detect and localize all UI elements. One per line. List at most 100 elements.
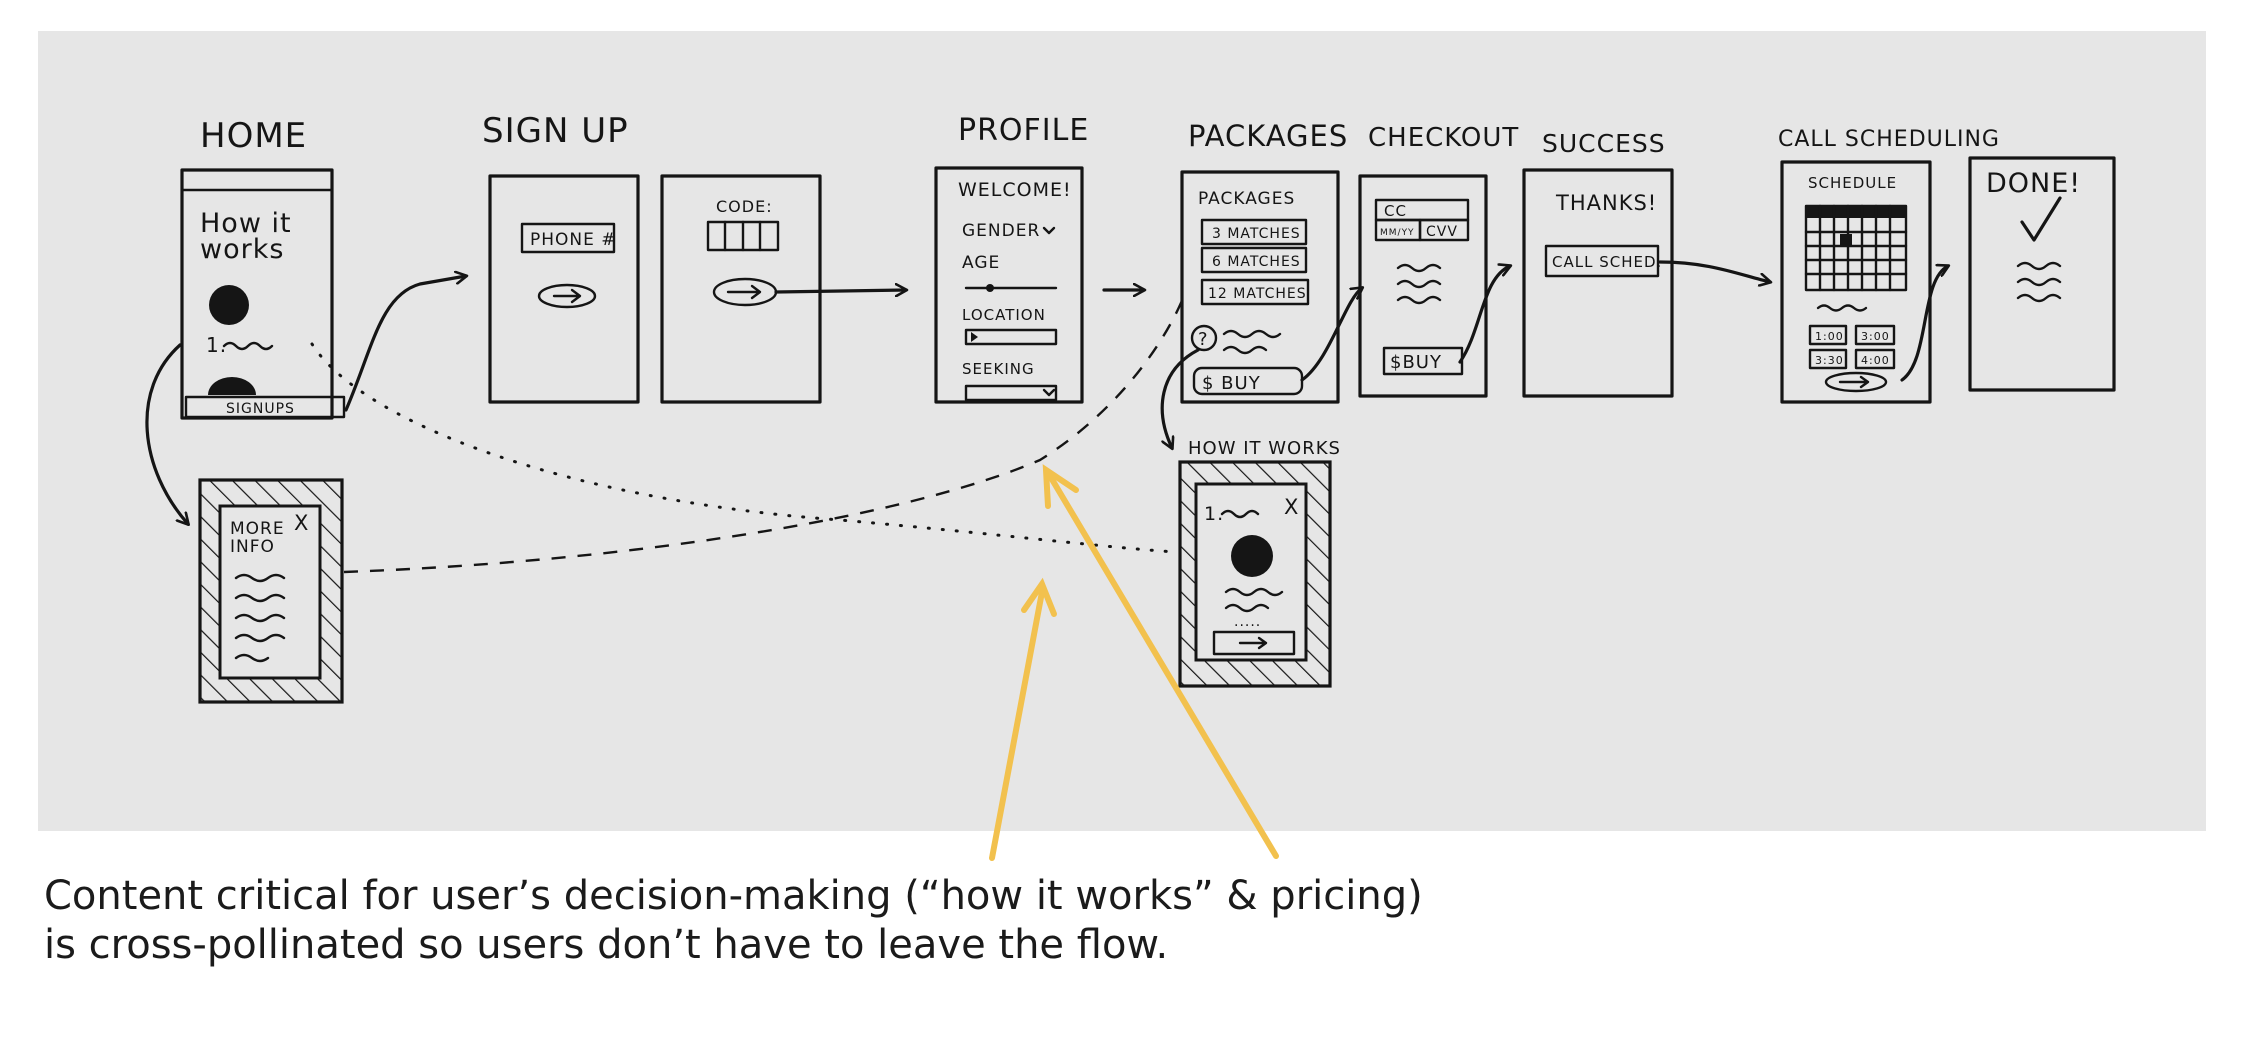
callscheduling-arrow-icon <box>1838 375 1870 389</box>
home-image-icon <box>208 377 256 395</box>
packages-help-icon[interactable] <box>1190 324 1218 352</box>
profile-location-label: LOCATION <box>962 306 1046 324</box>
highlight-arrow-2 <box>1047 473 1279 859</box>
checkout-cvv-label: CVV <box>1426 224 1458 240</box>
signup-code-label: CODE: <box>716 197 773 216</box>
signup-code-next-arrow-icon <box>726 284 762 300</box>
callscheduling-confirm-button[interactable] <box>1824 371 1888 393</box>
success-frame <box>1522 168 1674 398</box>
done-screen: DONE! <box>1968 156 2116 392</box>
caption-line-2: is cross-pollinated so users don’t have … <box>44 922 1169 968</box>
callscheduling-time-slot-2[interactable] <box>1854 324 1896 346</box>
checkout-screen: CHECKOUT CC MM/YY CVV $BUY <box>1358 123 1519 398</box>
profile-age-slider-handle[interactable] <box>986 284 994 292</box>
packages-option-6[interactable] <box>1200 246 1308 274</box>
packages-buy-label: $ BUY <box>1202 373 1261 394</box>
checkout-cc-label: CC <box>1384 202 1407 220</box>
signup-phone-label: PHONE # <box>530 230 617 250</box>
moreinfo-to-packages-dashed-link <box>343 295 1186 574</box>
success-callsched-label: CALL SCHED. <box>1552 253 1662 271</box>
callscheduling-time-slot-1[interactable] <box>1808 324 1848 346</box>
packages-title: PACKAGES <box>1188 119 1348 153</box>
checkout-cvv-field[interactable] <box>1418 218 1470 242</box>
signup-next-button[interactable] <box>537 283 597 309</box>
checkout-frame <box>1358 174 1488 398</box>
more-info-title-line2: INFO <box>230 537 275 557</box>
more-info-close-icon[interactable]: X <box>294 511 309 535</box>
home-screen: HOME How it works 1. SIGNUPS <box>180 116 346 420</box>
profile-gender-select[interactable]: GENDER <box>962 221 1040 241</box>
howitworks-close-icon[interactable]: X <box>1284 495 1299 519</box>
packages-option-3-label: 3 MATCHES <box>1212 226 1301 242</box>
checkout-title: CHECKOUT <box>1368 123 1519 153</box>
calendar-selected-day[interactable] <box>1840 234 1852 246</box>
home-heading-line1: How it <box>200 208 292 239</box>
checkmark-icon <box>2020 196 2062 242</box>
packages-header: PACKAGES <box>1198 189 1295 209</box>
profile-frame <box>934 166 1084 404</box>
profile-seeking-label: SEEKING <box>962 360 1035 378</box>
home-signup-button[interactable] <box>184 395 346 419</box>
callscheduling-time-1: 1:00 <box>1815 330 1844 343</box>
signup-to-profile-arrow <box>774 290 906 292</box>
callscheduling-header: SCHEDULE <box>1808 174 1897 192</box>
profile-title: PROFILE <box>958 113 1089 148</box>
packages-screen: PACKAGES PACKAGES 3 MATCHES 6 MATCHES 12… <box>1180 119 1348 404</box>
more-info-overlay: MORE INFO X <box>198 478 344 704</box>
home-to-signup-arrow <box>344 276 466 412</box>
home-to-moreinfo-arrow <box>145 343 188 524</box>
done-frame <box>1968 156 2116 392</box>
home-signup-label: SIGNUPS <box>226 401 295 417</box>
howitworks-list-number: 1. <box>1204 503 1224 525</box>
signup-next-arrow-icon <box>552 288 582 304</box>
call-scheduling-screen: CALL SCHEDULING SCHEDULE 1:00 3:00 3:30 … <box>1778 127 2000 404</box>
profile-location-field[interactable] <box>964 328 1058 346</box>
howitworks-arrow-icon <box>1238 636 1268 650</box>
packages-option-12[interactable] <box>1200 278 1310 306</box>
caption: Content critical for user’s decision-mak… <box>44 872 1544 970</box>
done-title: DONE! <box>1986 168 2081 199</box>
howitworks-next-button[interactable] <box>1212 630 1296 656</box>
home-video-icon <box>209 285 249 325</box>
success-callsched-button[interactable] <box>1544 244 1660 278</box>
signup-screen: SIGN UP PHONE # CODE: <box>482 111 822 404</box>
howitworks-title: HOW IT WORKS <box>1188 438 1341 459</box>
success-to-callscheduling-arrow <box>1658 260 1770 282</box>
signup-phone-field[interactable] <box>520 222 616 254</box>
checkout-expiry-label: MM/YY <box>1380 228 1415 238</box>
packages-option-6-label: 6 MATCHES <box>1212 254 1301 270</box>
highlight-arrow-1 <box>989 589 1045 861</box>
checkout-buy-label: $BUY <box>1390 352 1442 373</box>
success-thanks: THANKS! <box>1555 191 1657 215</box>
callscheduling-time-4: 4:00 <box>1861 354 1890 367</box>
packages-to-howitworks-arrow <box>1160 348 1200 448</box>
packages-option-12-label: 12 MATCHES <box>1208 286 1307 302</box>
callscheduling-time-slot-4[interactable] <box>1854 348 1896 370</box>
home-heading-line2: works <box>200 234 284 265</box>
callscheduling-time-2: 3:00 <box>1861 330 1890 343</box>
packages-frame <box>1180 170 1340 404</box>
profile-seeking-select[interactable] <box>964 384 1058 402</box>
callscheduling-title: CALL SCHEDULING <box>1778 127 2000 152</box>
callscheduling-to-done-arrow <box>1900 266 1948 382</box>
signup-phone-frame <box>488 174 640 404</box>
howitworks-dots: ..... <box>1234 614 1261 630</box>
signup-title: SIGN UP <box>482 111 629 151</box>
highlight-arrows <box>989 464 1279 861</box>
callscheduling-time-slot-3[interactable] <box>1808 348 1848 370</box>
callscheduling-time-3: 3:30 <box>1815 354 1844 367</box>
packages-help-label: ? <box>1198 329 1209 350</box>
how-it-works-overlay: HOW IT WORKS 1. X ..... <box>1178 438 1341 688</box>
packages-option-3[interactable] <box>1200 218 1308 246</box>
checkout-to-success-arrow <box>1458 266 1510 364</box>
profile-age-label: AGE <box>962 253 1000 273</box>
more-info-title-line1: MORE <box>230 519 285 539</box>
home-title: HOME <box>200 116 307 156</box>
howitworks-video-icon <box>1231 535 1273 577</box>
signup-code-frame <box>660 174 822 404</box>
home-to-howitworks-dotted-link <box>310 342 1178 554</box>
success-title: SUCCESS <box>1542 129 1666 158</box>
caption-line-1: Content critical for user’s decision-mak… <box>44 873 1423 919</box>
